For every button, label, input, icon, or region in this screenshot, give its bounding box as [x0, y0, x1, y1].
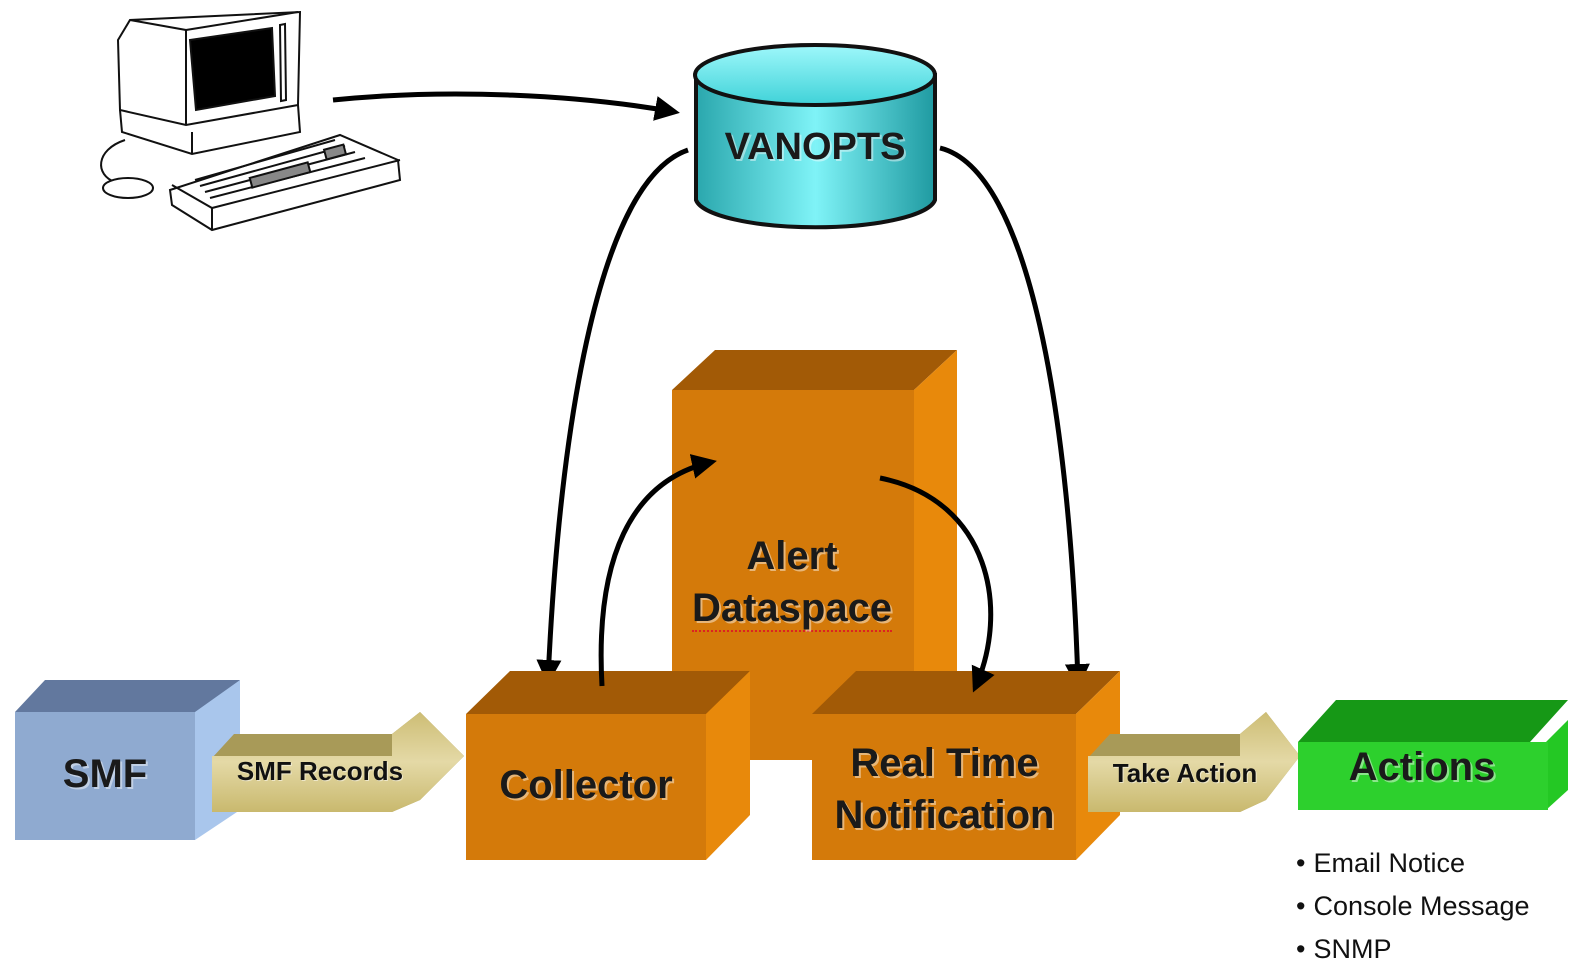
take-action-arrow — [1088, 712, 1300, 812]
action-list: Email Notice Console Message SNMP — [1296, 842, 1530, 971]
alert-dataspace-label: Alert Dataspace — [672, 530, 912, 634]
realtime-notification-line1: Real Time — [850, 741, 1039, 785]
dataspace-to-notification-arrow — [879, 475, 995, 693]
realtime-notification-label: Real Time Notification — [812, 737, 1077, 841]
actions-box — [1298, 700, 1568, 810]
collector-box — [466, 671, 750, 860]
take-action-label: Take Action — [1112, 758, 1258, 788]
smf-records-arrow — [212, 712, 464, 812]
actions-label: Actions — [1348, 745, 1496, 789]
smf-records-label: SMF Records — [236, 756, 404, 786]
smf-box — [15, 680, 240, 840]
collector-to-dataspace-arrow — [598, 454, 717, 687]
smf-label: SMF — [62, 752, 148, 796]
computer-to-db-arrow — [332, 91, 680, 121]
action-list-item: SNMP — [1296, 928, 1530, 971]
realtime-notification-box — [812, 671, 1120, 860]
alert-dataspace-line2: Dataspace — [691, 586, 893, 632]
action-list-item: Email Notice — [1296, 842, 1530, 885]
vanopts-label: VANOPTS — [724, 126, 906, 168]
db-to-notification-arrow — [939, 145, 1090, 689]
db-to-collector-arrow — [536, 147, 689, 685]
computer-terminal-icon — [100, 10, 402, 232]
realtime-notification-line2: Notification — [834, 793, 1055, 837]
collector-label: Collector — [499, 763, 673, 807]
vanopts-database-cylinder — [693, 43, 937, 230]
alert-dataspace-line1: Alert — [746, 534, 838, 578]
action-list-item: Console Message — [1296, 885, 1529, 928]
